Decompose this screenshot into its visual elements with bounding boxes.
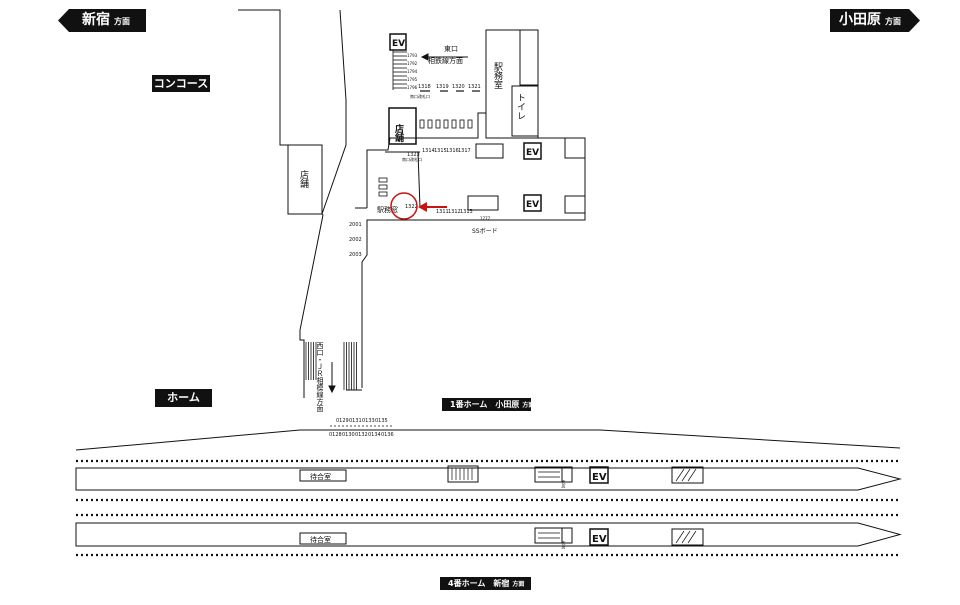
gate-num-2001: 2001 [349,222,362,228]
station-office-room [485,29,539,139]
home-num-0135: 0135 [375,418,388,424]
direction-odawara-label: 小田原方面 [830,9,920,32]
ss-board-label: SSボード [472,227,498,235]
platform-4-name: 4番ホーム 新宿 [448,579,510,588]
escalator-mid [475,143,504,159]
home-num-0129: 0129 [336,418,349,424]
ev-label-mid: EV [526,148,539,158]
platform-top-edge [75,429,901,451]
ticket-window-label: 駅務窓 [377,205,398,214]
gate-num-1313: 1313 [460,209,473,215]
stair-p1-a [447,465,479,483]
gate-num-1318: 1318 [418,84,431,90]
board-code-label: 1777 [480,216,491,221]
platform-1-label: 1番ホーム 小田原方面 [442,398,535,411]
direction-shinjuku-label: 新宿方面 [58,9,146,32]
waiting-room-box-1 [299,469,347,482]
stair-right-low [564,195,586,214]
kiosk-label-4: 売店 [562,540,567,550]
stair-right-mid [564,137,586,159]
gate-num-1320: 1320 [452,84,465,90]
direction-odawara-name: 小田原 [839,12,881,28]
concourse-section-label: コンコース [152,75,210,92]
kiosk-label-1: 売店 [562,479,567,489]
shop-center-label: 店舗 [393,123,405,143]
stair-hatching-top [392,50,407,90]
ev-label-p1: EV [592,472,607,483]
gate-num-1315: 1315 [434,148,447,154]
gate-num-1317: 1317 [458,148,471,154]
escalator-low [467,195,499,211]
south-gate-label: 南口改札口 [410,93,430,99]
ev-label-top: EV [392,39,405,49]
ev-box-top [389,33,407,51]
platform-1-name: 1番ホーム 小田原 [450,400,520,409]
platform-4-label: 4番ホーム 新宿方面 [440,577,531,590]
shop-left-box [287,144,323,215]
gate-column-left [378,177,388,197]
home-section-label: ホーム [155,389,212,407]
gate-num-1796: 1796 [407,85,418,90]
gate-num-2002: 2002 [349,237,362,243]
gate-num-2003: 2003 [349,252,362,258]
home-num-0136: 0136 [381,432,394,438]
gate-num-1319: 1319 [436,84,449,90]
station-office-label: 駅務室 [492,62,503,89]
escalator-p4 [534,527,563,544]
stair-p4-b [671,528,704,546]
shop-left-label: 店舗 [298,169,309,189]
north-gate-label: 南口改札口 [402,156,422,162]
concourse-wall-left [238,9,324,398]
concourse-wall-center [321,9,347,215]
home-num-0131: 0131 [349,418,362,424]
ev-box-p1 [589,466,609,484]
stair-p1-b [671,466,704,484]
gate-num-1322: 1322 [405,204,418,210]
waiting-room-box-4 [299,532,347,545]
home-num-0130: 0130 [342,432,355,438]
direction-shinjuku-suffix: 方面 [114,17,130,26]
home-num-0133: 0133 [362,418,375,424]
gate-num-1321: 1321 [468,84,481,90]
platform-4-suffix: 方面 [512,581,525,588]
direction-shinjuku-name: 新宿 [82,12,110,28]
west-exit-label: 西口・ＪＲ相模線方面 [316,342,324,413]
kiosk-p1 [561,466,573,483]
home-num-0134: 0134 [368,432,381,438]
east-exit-line2-label: 相鉄線方面 [428,56,463,65]
highlight-circle [390,192,418,220]
gate-num-1312: 1312 [448,209,461,215]
gate-num-1316: 1316 [446,148,459,154]
gate-num-1795: 1795 [407,77,418,82]
gate-num-1794: 1794 [407,69,418,74]
waiting-room-label-1: 待合室 [310,472,331,481]
shop-center-box [388,107,417,145]
ev-box-mid [523,142,542,160]
toilet-room [511,85,539,137]
ev-label-low: EV [526,200,539,210]
ev-label-p4: EV [592,534,607,545]
gate-row-mid [419,119,473,129]
ev-box-p4 [589,528,609,546]
toilet-label: トイレ [515,93,526,120]
escalator-p1 [534,466,563,483]
platform-4-outline [75,522,902,547]
home-num-0128: 0128 [329,432,342,438]
gate-num-1323: 1323 [407,152,420,158]
waiting-room-label-4: 待合室 [310,535,331,544]
kiosk-p4 [561,527,573,544]
platform-1-outline [75,467,902,491]
track-dots [76,459,900,557]
gate-num-1793: 1793 [407,53,418,58]
gate-num-1314: 1314 [422,148,435,154]
east-exit-label: 東口 [444,44,458,53]
gate-num-1792: 1792 [407,61,418,66]
direction-odawara-suffix: 方面 [885,17,901,26]
platform-1-suffix: 方面 [522,402,535,409]
ev-box-low [523,194,542,212]
gate-num-1311: 1311 [436,209,449,215]
stair-hatching-west [305,342,357,390]
home-num-0132: 0132 [355,432,368,438]
